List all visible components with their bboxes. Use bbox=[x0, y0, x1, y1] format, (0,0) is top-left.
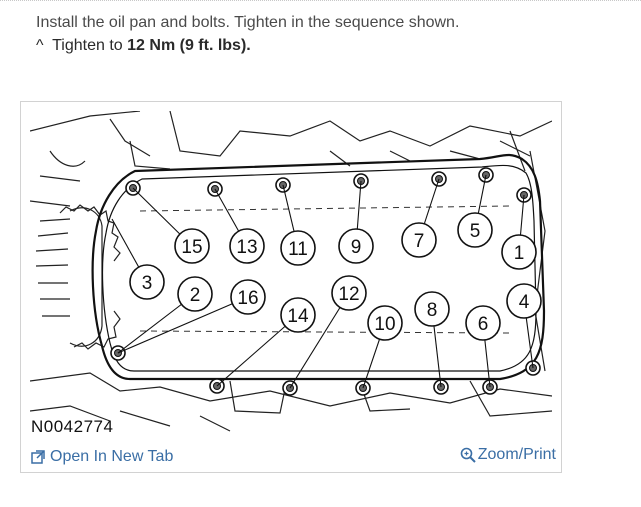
bolt-callout-11: 11 bbox=[280, 230, 316, 266]
bolt-callout-13: 13 bbox=[229, 228, 265, 264]
callout-number: 16 bbox=[237, 288, 258, 309]
zoom-print-label: Zoom/Print bbox=[477, 446, 556, 463]
open-in-new-tab-label: Open In New Tab bbox=[50, 448, 174, 465]
callout-circle bbox=[457, 212, 493, 248]
callout-number: 4 bbox=[519, 292, 530, 313]
open-new-tab-icon bbox=[31, 450, 45, 464]
bolt-callout-6: 6 bbox=[465, 305, 501, 341]
bolt-callout-8: 8 bbox=[414, 291, 450, 327]
bolt-callout-14: 14 bbox=[280, 297, 316, 333]
callout-number: 1 bbox=[514, 243, 525, 264]
callout-circle bbox=[230, 279, 266, 315]
torque-value: 12 Nm (9 ft. lbs). bbox=[127, 37, 251, 54]
callout-number: 10 bbox=[374, 314, 395, 335]
magnifier-icon bbox=[460, 447, 476, 463]
callout-number: 15 bbox=[181, 237, 202, 258]
engine-background-lines bbox=[30, 111, 552, 432]
callout-circle bbox=[501, 234, 537, 270]
bolt-callout-16: 16 bbox=[230, 279, 266, 315]
callout-circle bbox=[229, 228, 265, 264]
callout-circle bbox=[280, 230, 316, 266]
bolt-callout-9: 9 bbox=[338, 228, 374, 264]
instruction-step: Install the oil pan and bolts. Tighten i… bbox=[36, 14, 460, 31]
callout-number: 11 bbox=[288, 239, 308, 260]
bolt-callout-4: 4 bbox=[506, 283, 542, 319]
note-marker: ^ bbox=[36, 37, 44, 54]
leader-line bbox=[117, 296, 249, 354]
callout-number: 14 bbox=[287, 306, 309, 327]
bolt-holes bbox=[110, 167, 541, 396]
pan-ribs bbox=[139, 205, 511, 334]
callout-number: 9 bbox=[351, 237, 362, 258]
callout-number: 8 bbox=[427, 300, 438, 321]
bolt-callout-7: 7 bbox=[401, 222, 437, 258]
callout-circle bbox=[177, 276, 213, 312]
leader-line bbox=[216, 314, 299, 387]
top-divider bbox=[0, 0, 641, 1]
bolt-callout-2: 2 bbox=[177, 276, 213, 312]
callout-circle bbox=[367, 305, 403, 341]
bolt-callout-1: 1 bbox=[501, 234, 537, 270]
bolt-callout-12: 12 bbox=[331, 275, 367, 311]
leader-line bbox=[289, 292, 350, 389]
callout-circle bbox=[338, 228, 374, 264]
open-in-new-tab-link[interactable]: Open In New Tab bbox=[31, 447, 173, 467]
callout-circle bbox=[465, 305, 501, 341]
bolt-callout-3: 3 bbox=[129, 264, 165, 300]
callout-number: 6 bbox=[478, 314, 489, 335]
callout-number: 12 bbox=[338, 284, 359, 305]
bolt-callout-5: 5 bbox=[457, 212, 493, 248]
callout-number: 7 bbox=[414, 231, 425, 252]
callout-number: 2 bbox=[190, 285, 201, 306]
zoom-print-link[interactable]: Zoom/Print bbox=[460, 445, 556, 465]
callout-circle bbox=[414, 291, 450, 327]
callout-number: 13 bbox=[236, 237, 257, 258]
callout-circle bbox=[401, 222, 437, 258]
callout-circle bbox=[331, 275, 367, 311]
figure-footer: Open In New Tab Zoom/Print bbox=[21, 439, 561, 472]
callout-circle bbox=[280, 297, 316, 333]
bolt-callout-10: 10 bbox=[367, 305, 403, 341]
torque-note: ^ Tighten to 12 Nm (9 ft. lbs). bbox=[36, 35, 251, 57]
callout-number: 5 bbox=[470, 221, 481, 242]
note-prefix: Tighten to bbox=[52, 37, 123, 54]
callout-circle bbox=[506, 283, 542, 319]
bolt-callout-15: 15 bbox=[174, 228, 210, 264]
leader-lines bbox=[111, 174, 534, 389]
callout-circle bbox=[174, 228, 210, 264]
callout-circle bbox=[129, 264, 165, 300]
figure-label: N0042774 bbox=[31, 417, 114, 436]
oil-pan-outline bbox=[91, 153, 546, 381]
callout-number: 3 bbox=[142, 273, 153, 294]
